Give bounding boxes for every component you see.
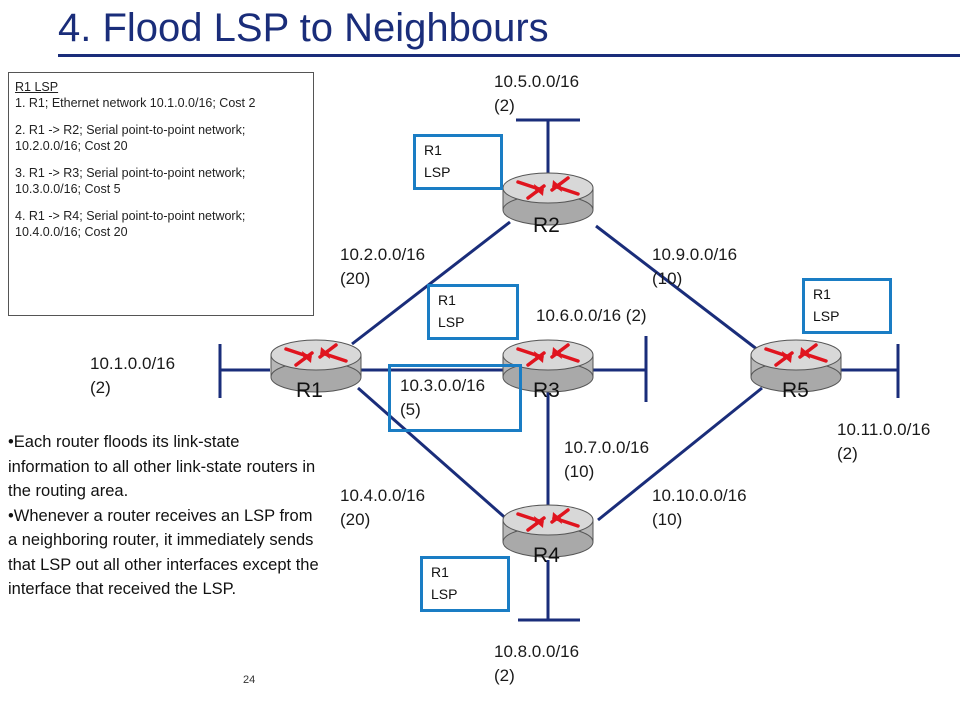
r1-lsp-info-box: R1 LSP 1. R1; Ethernet network 10.1.0.0/… (8, 72, 314, 316)
lsp-box-line2: LSP (424, 164, 451, 180)
info-box-entry: 3. R1 -> R3; Serial point-to-point netwo… (15, 166, 246, 196)
lsp-box-line2: LSP (438, 314, 465, 330)
network-address: 10.4.0.0/16 (340, 486, 426, 505)
router-r3-label: R3 (533, 379, 560, 402)
link-cost: (10) (652, 510, 683, 529)
link-label-10-4: 10.4.0.0/16 (20) (340, 484, 425, 532)
info-box-entry: 2. R1 -> R2; Serial point-to-point netwo… (15, 123, 246, 153)
network-address: 10.8.0.0/16 (494, 642, 580, 661)
link-label-10-7: 10.7.0.0/16 (10) (564, 436, 649, 484)
link-label-10-10: 10.10.0.0/16 (10) (652, 484, 747, 532)
lsp-box-line2: LSP (813, 308, 840, 324)
link-label-10-1: 10.1.0.0/16 (2) (90, 352, 175, 400)
link-lines (218, 118, 900, 622)
lsp-box-line1: R1 (813, 286, 831, 302)
link-cost: (20) (340, 510, 371, 529)
link-r5-r4 (597, 386, 763, 522)
link-r1-r4 (357, 386, 511, 524)
link-label-10-9: 10.9.0.0/16 (10) (652, 243, 737, 291)
link-cost: (5) (400, 400, 421, 419)
page-title: 4. Flood LSP to Neighbours (58, 6, 549, 50)
lsp-box-r2: R1 LSP (413, 134, 503, 190)
network-address: 10.5.0.0/16 (494, 72, 580, 91)
link-cost: (2) (837, 444, 858, 463)
link-label-10-6: 10.6.0.0/16 (2) (536, 306, 647, 325)
network-address: 10.3.0.0/16 (400, 376, 486, 395)
info-box-heading: R1 LSP (15, 80, 59, 94)
link-label-10-3: 10.3.0.0/16 (5) (400, 374, 485, 422)
lsp-box-r5: R1 LSP (802, 278, 892, 334)
link-label-10-8: 10.8.0.0/16 (2) (494, 640, 579, 688)
lsp-box-line1: R1 (424, 142, 442, 158)
router-r5-label: R5 (782, 379, 809, 402)
lsp-box-line1: R1 (438, 292, 456, 308)
lsp-box-line1: R1 (431, 564, 449, 580)
link-label-10-5: 10.5.0.0/16 (2) (494, 70, 579, 118)
lsp-box-r4: R1 LSP (420, 556, 510, 612)
network-address: 10.11.0.0/16 (837, 420, 931, 439)
bullet-item: •Each router floods its link-state infor… (8, 433, 316, 500)
network-address: 10.2.0.0/16 (340, 245, 426, 264)
router-r2-label: R2 (533, 214, 560, 237)
link-cost: (10) (652, 269, 683, 288)
title-underline (58, 54, 960, 57)
link-cost: (2) (494, 96, 515, 115)
link-r2-r5 (595, 224, 759, 352)
link-cost: (20) (340, 269, 371, 288)
network-address: 10.9.0.0/16 (652, 245, 738, 264)
info-box-entry: 1. R1; Ethernet network 10.1.0.0/16; Cos… (15, 96, 256, 110)
network-address: 10.1.0.0/16 (90, 354, 176, 373)
network-address: 10.10.0.0/16 (652, 486, 747, 505)
link-cost: (10) (564, 462, 595, 481)
link-cost: (2) (494, 666, 515, 685)
lsp-box-r3: R1 LSP (427, 284, 519, 340)
link-r1-r2 (351, 220, 511, 346)
link-cost: (2) (90, 378, 111, 397)
page-number: 24 (243, 674, 256, 686)
bullet-item: •Whenever a router receives an LSP from … (8, 506, 319, 599)
explanation-bullets: •Each router floods its link-state infor… (8, 430, 324, 602)
highlight-box-r1-r3 (388, 364, 522, 432)
info-box-entry: 4. R1 -> R4; Serial point-to-point netwo… (15, 209, 246, 239)
router-r4-label: R4 (533, 544, 560, 567)
router-r1-label: R1 (296, 379, 323, 402)
link-label-10-11: 10.11.0.0/16 (2) (837, 418, 930, 466)
network-address: 10.7.0.0/16 (564, 438, 650, 457)
link-label-10-2: 10.2.0.0/16 (20) (340, 243, 425, 291)
lsp-box-line2: LSP (431, 586, 458, 602)
